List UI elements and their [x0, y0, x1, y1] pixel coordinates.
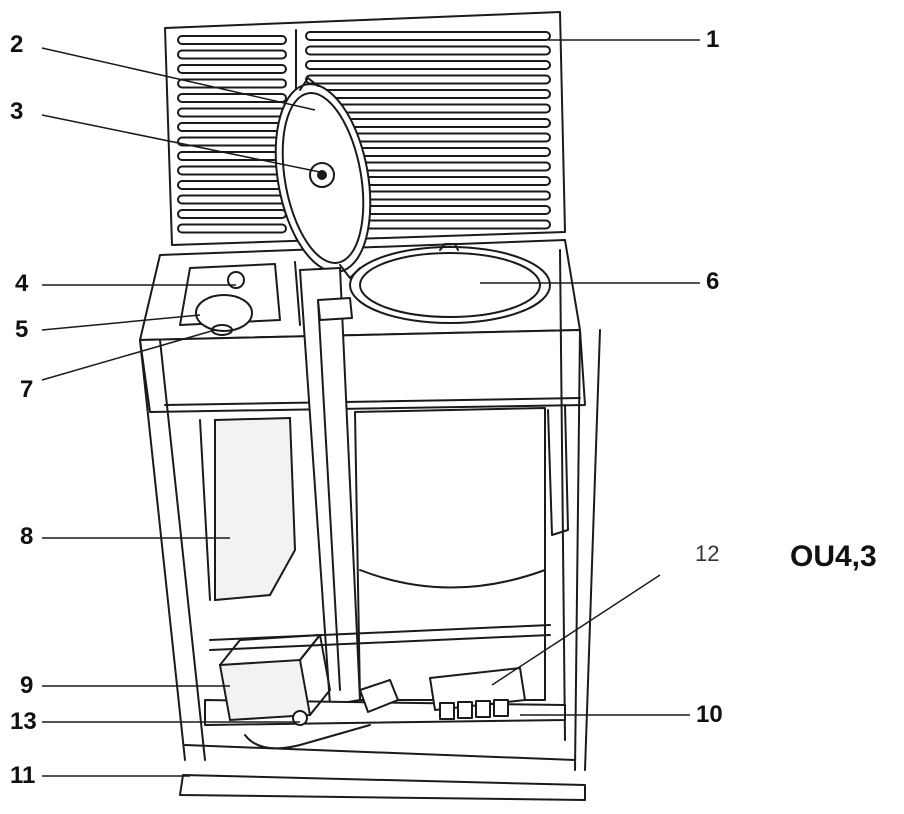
- vent-slot: [305, 60, 551, 70]
- water-tank: [199, 416, 297, 602]
- label-12: 12: [695, 541, 720, 566]
- label-1: 1: [706, 26, 720, 53]
- vent-slot: [177, 136, 287, 147]
- vent-slot: [177, 78, 287, 89]
- vent-slot: [177, 122, 287, 132]
- label-5: 5: [15, 316, 29, 343]
- label-6: 6: [706, 268, 720, 295]
- label-8: 8: [20, 523, 34, 550]
- label-9: 9: [20, 672, 34, 699]
- pump-motor: [218, 634, 399, 750]
- label-7: 7: [20, 376, 34, 403]
- vent-slot: [177, 107, 287, 118]
- vent-slot: [305, 74, 551, 85]
- vent-slot: [177, 35, 287, 45]
- label-11: 11: [10, 762, 36, 789]
- vent-slot: [305, 89, 551, 99]
- vent-slot: [305, 45, 551, 56]
- dispenser: [195, 271, 253, 336]
- vent-slot: [177, 93, 287, 103]
- label-10: 10: [696, 701, 723, 728]
- control-box: [429, 667, 526, 720]
- vent-slot: [177, 49, 287, 60]
- model-code: OU4,3: [790, 540, 877, 573]
- leader-lines: [41, 39, 700, 777]
- label-3: 3: [10, 98, 24, 125]
- vent-slot: [177, 165, 287, 176]
- vent-slot: [177, 180, 287, 190]
- vent-slot: [305, 31, 551, 41]
- cabinet-frame: [139, 249, 601, 801]
- label-2: 2: [10, 31, 24, 58]
- label-13: 13: [10, 708, 37, 735]
- vent-slot: [177, 223, 287, 234]
- vent-slot: [177, 194, 287, 205]
- vent-slot: [177, 209, 287, 219]
- drum-opening: [349, 243, 551, 324]
- central-column: [299, 267, 361, 706]
- vent-slot: [177, 64, 287, 74]
- inner-lid: [274, 77, 372, 279]
- label-4: 4: [15, 270, 29, 297]
